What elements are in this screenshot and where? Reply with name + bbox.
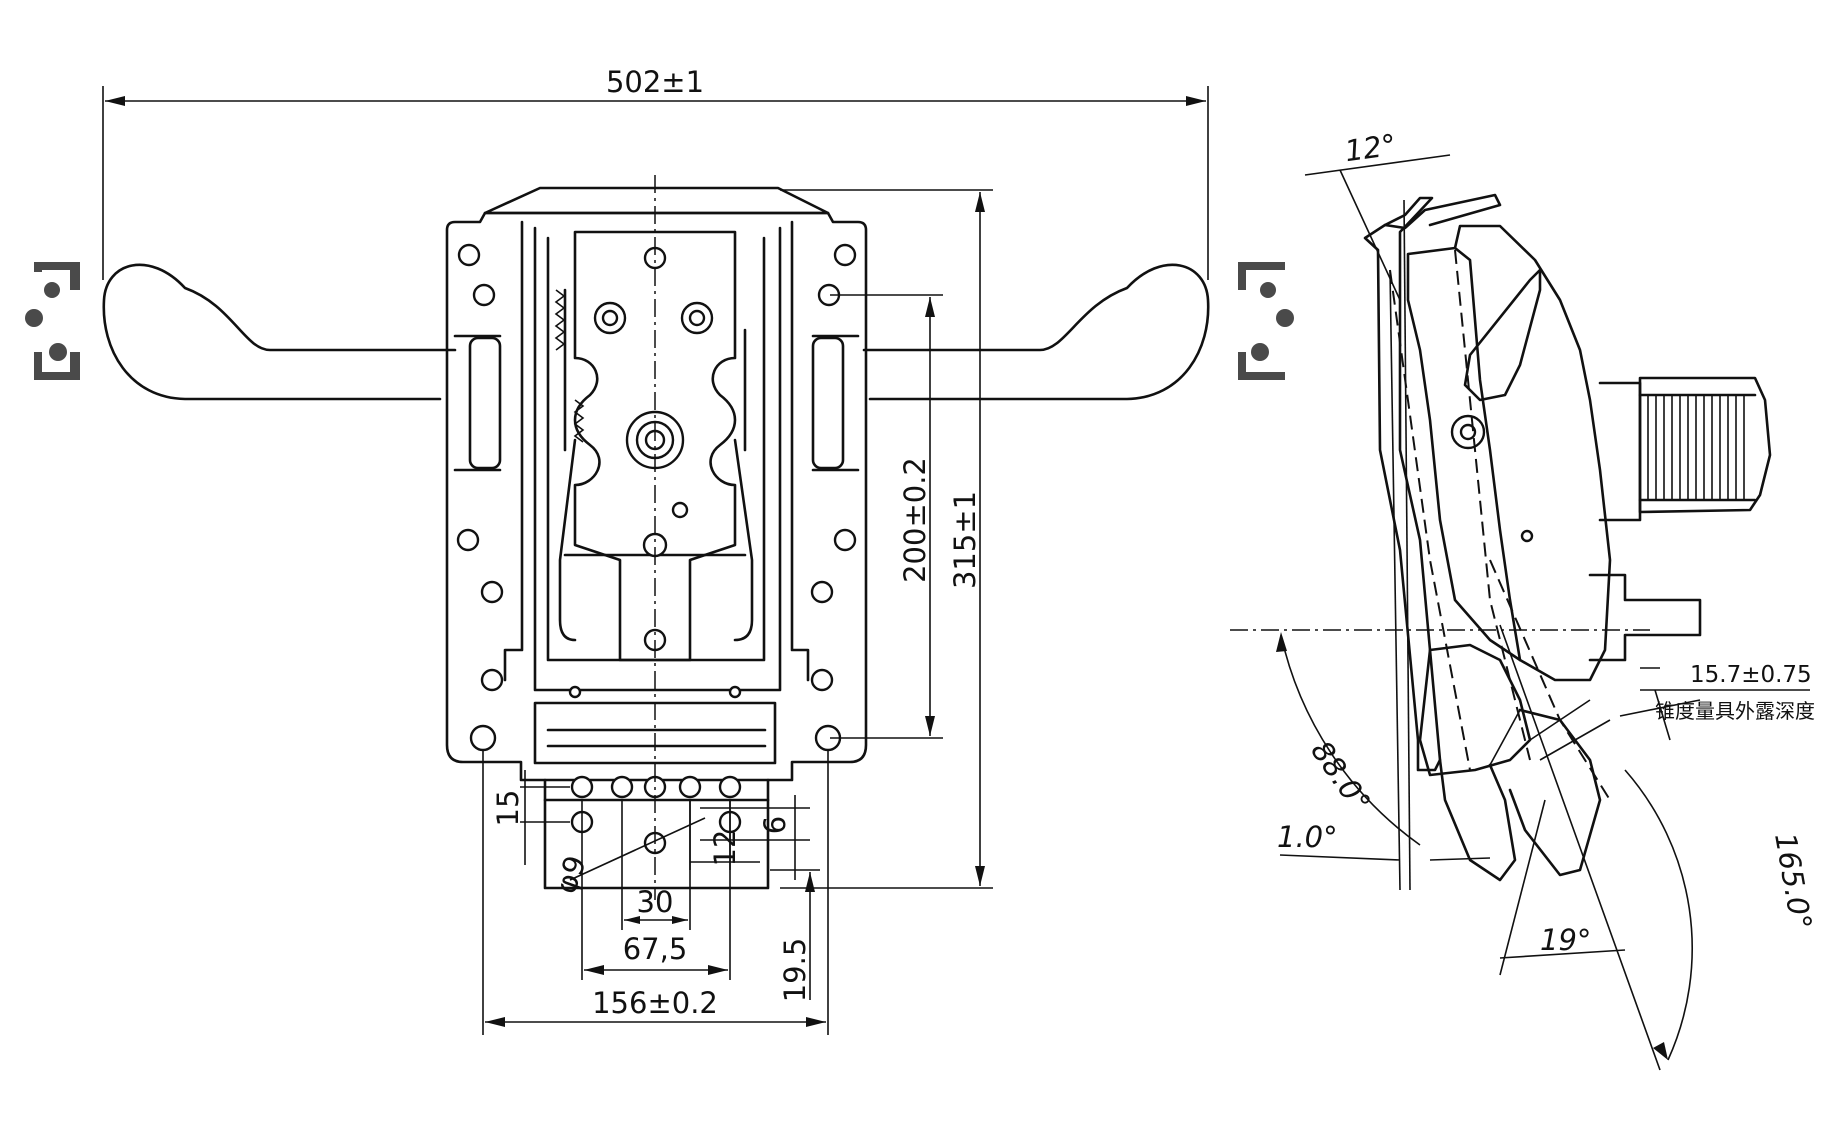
dim-6: 6: [700, 795, 810, 880]
angle-1: 1.0°: [1277, 820, 1338, 854]
angle-12: 12°: [1343, 128, 1399, 169]
svg-text:315±1: 315±1: [948, 491, 982, 589]
svg-text:19.5: 19.5: [778, 938, 812, 1003]
angle-88: 88.0°: [1304, 735, 1377, 819]
svg-text:200±0.2: 200±0.2: [898, 457, 932, 583]
svg-text:67,5: 67,5: [623, 932, 688, 966]
mechanism-body: [1406, 224, 1612, 682]
dim-19-5: 19.5: [770, 869, 820, 1003]
dim-156: 156±0.2: [482, 750, 829, 1035]
dim-15-7: 15.7±0.75: [1690, 662, 1812, 688]
svg-text:6: 6: [758, 816, 792, 834]
center-plate: [573, 230, 737, 662]
dim-30: 30: [621, 800, 691, 930]
front-view: 502±1: [102, 65, 1210, 1035]
angle-19: 19°: [1540, 923, 1591, 957]
angle-165: 165.0°: [1768, 830, 1818, 932]
dim-15: 15: [491, 770, 570, 865]
dim-200: 200±0.2: [830, 294, 943, 739]
dim-502: 502±1: [606, 65, 704, 99]
dim-315: 315±1: [780, 189, 993, 889]
cone-depth-note: 锥度量具外露深度: [1655, 699, 1815, 723]
dim-12: 12: [689, 800, 760, 870]
main-plate: [445, 211, 868, 782]
svg-text:30: 30: [637, 885, 674, 919]
adjustment-knob: [1598, 376, 1772, 522]
rotate-arrows-icon: [25, 262, 80, 380]
svg-text:156±0.2: 156±0.2: [592, 986, 718, 1020]
control-arm: [102, 263, 457, 401]
svg-text:12: 12: [708, 830, 742, 867]
top-cap: [483, 186, 830, 215]
side-view: 12° 88.0° 1.0° 165.0° 19° 15.7±0.75 锥度量具…: [1230, 128, 1819, 1071]
dim-overall-width: 502±1: [102, 65, 1209, 280]
svg-text:φ9: φ9: [548, 851, 593, 898]
svg-text:15: 15: [491, 790, 525, 827]
rotate-arrows-icon: [1238, 262, 1294, 380]
dim-phi9: φ9: [548, 817, 706, 898]
mounting-holes: [456, 243, 857, 752]
